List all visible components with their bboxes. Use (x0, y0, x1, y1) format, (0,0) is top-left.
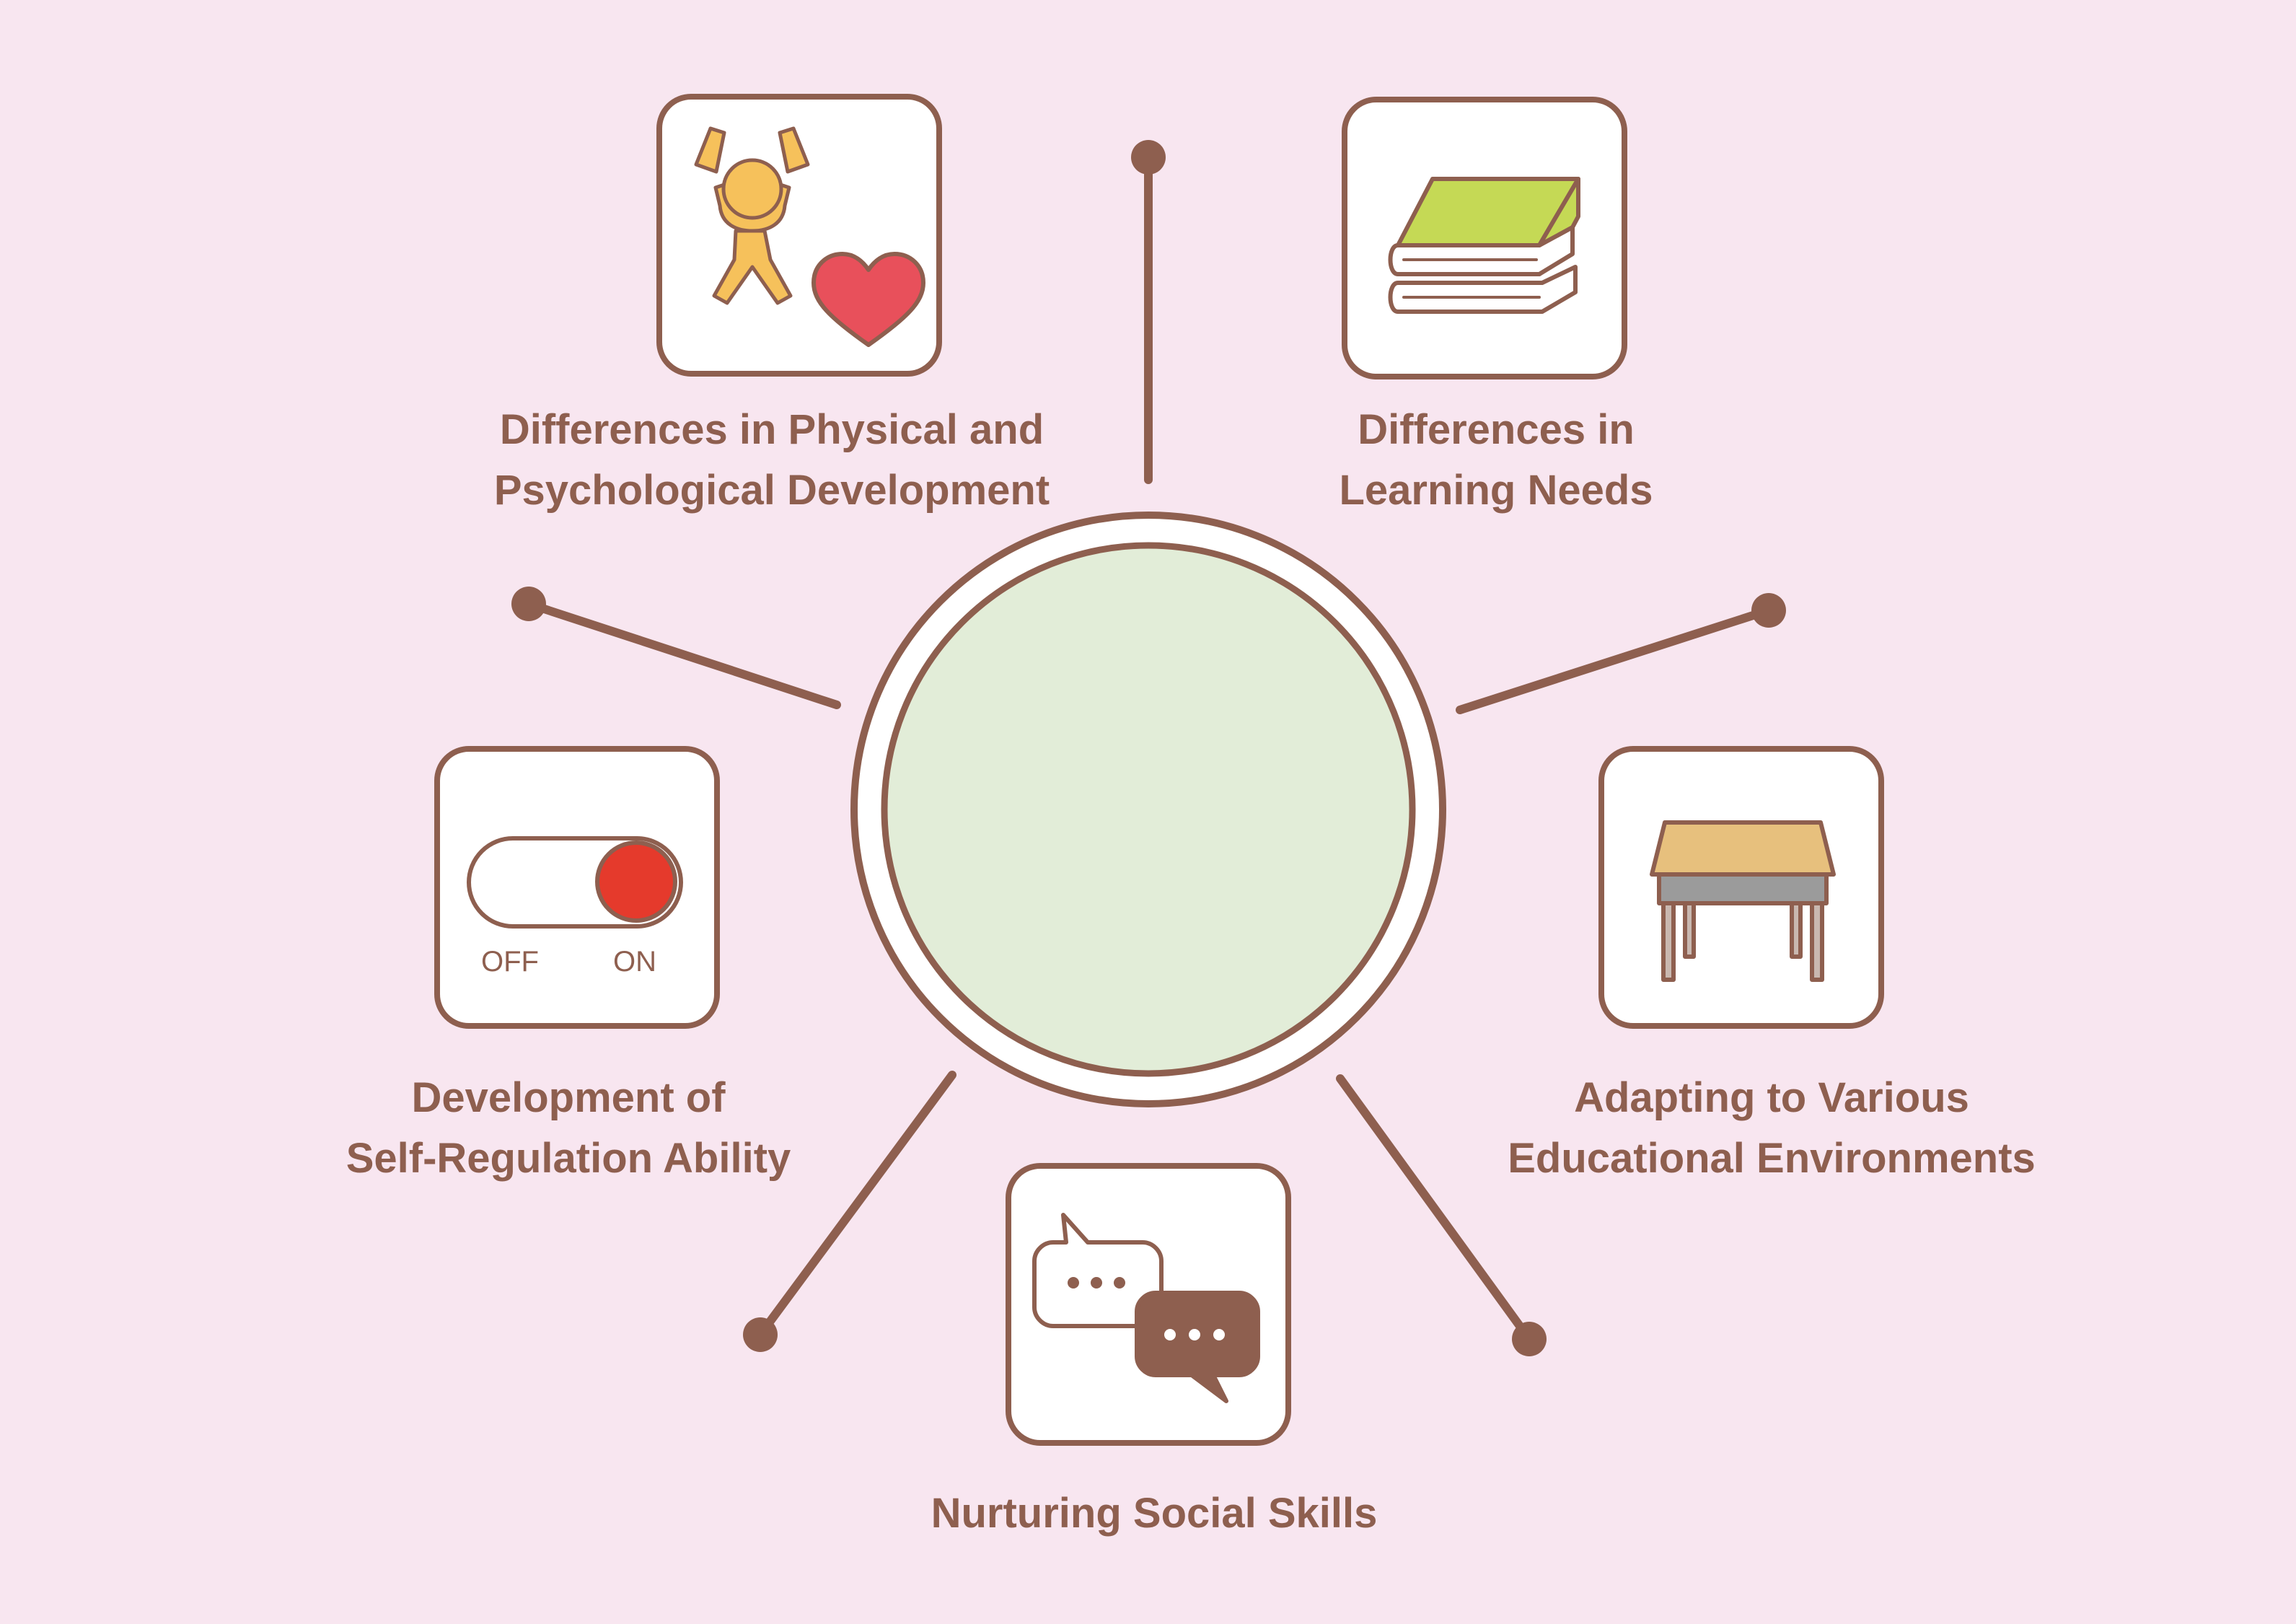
person-icon (694, 126, 810, 305)
chat-bubbles-icon (1032, 1213, 1260, 1403)
connector-dot-social (743, 1317, 778, 1352)
label-physical: Differences in Physical and Psychologica… (494, 400, 1050, 521)
card-selfreg: OFF ON (434, 746, 720, 1029)
card-social (1006, 1163, 1291, 1446)
toggle-on-label: ON (613, 946, 656, 978)
person-heart-icon (694, 126, 925, 347)
desk-icon (1650, 820, 1836, 982)
label-environments-line-1: Adapting to Various (1574, 1074, 1969, 1121)
connector-environments (1336, 1074, 1534, 1343)
label-selfreg-line-1: Development of (411, 1074, 726, 1121)
connector-learning (1456, 606, 1773, 714)
card-physical (656, 94, 942, 377)
toggle-switch-icon[interactable]: OFF ON (467, 836, 683, 978)
card-environments (1598, 746, 1884, 1029)
label-physical-line-2: Psychological Development (493, 467, 1050, 514)
connector-dot-physical (1131, 140, 1166, 175)
label-social: Nurturing Social Skills (931, 1483, 1378, 1544)
connector-selfreg (524, 600, 841, 709)
label-environments-line-2: Educational Environments (1508, 1135, 2036, 1182)
center-hub (850, 512, 1446, 1107)
label-physical-line-1: Differences in Physical and (499, 406, 1044, 453)
center-inner-circle (881, 542, 1416, 1077)
heart-icon (811, 252, 925, 347)
label-learning-line-2: Learning Needs (1339, 467, 1653, 514)
connector-dot-selfreg (511, 587, 546, 621)
toggle-off-label: OFF (481, 946, 539, 978)
books-icon (1388, 177, 1580, 314)
connector-social (756, 1071, 956, 1339)
label-social-line-1: Nurturing Social Skills (931, 1490, 1378, 1537)
label-learning: Differences in Learning Needs (1339, 400, 1653, 521)
connector-spokes (511, 140, 1786, 1356)
label-selfreg-line-2: Self-Regulation Ability (346, 1135, 791, 1182)
card-learning (1342, 97, 1627, 379)
label-selfreg: Development of Self-Regulation Ability (346, 1068, 791, 1189)
connector-dot-environments (1512, 1322, 1547, 1356)
connector-dot-learning (1751, 593, 1786, 628)
label-learning-line-1: Differences in (1358, 406, 1635, 453)
label-environments: Adapting to Various Educational Environm… (1508, 1068, 2036, 1189)
toggle-knob (595, 840, 677, 923)
